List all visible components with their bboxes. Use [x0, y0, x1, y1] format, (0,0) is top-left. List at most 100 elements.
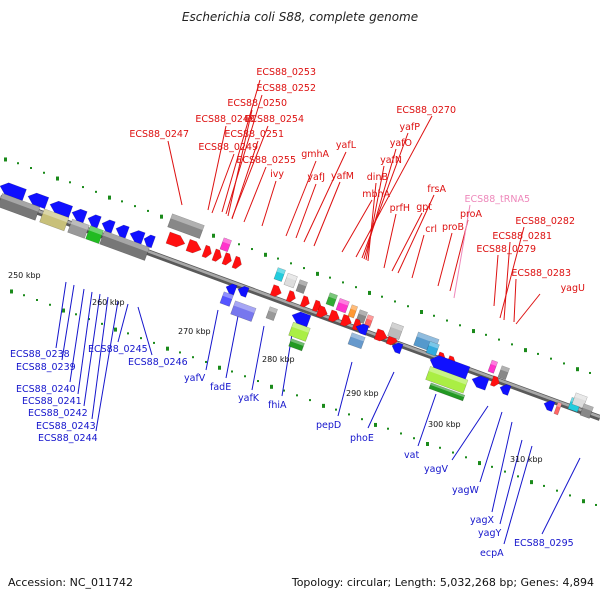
forward-gene-arrow	[185, 238, 202, 254]
connector-line	[367, 371, 395, 429]
track-dot	[361, 418, 363, 421]
track-dot	[530, 480, 533, 485]
track-dot	[426, 442, 429, 446]
connector-line	[503, 445, 533, 545]
forward-gene-arrow	[315, 305, 328, 318]
forward-gene-label: gpt	[416, 202, 432, 213]
track-dot	[563, 362, 565, 365]
reverse-gene-label: fhiA	[268, 400, 287, 411]
connector-line	[367, 182, 377, 262]
reverse-gene-label: ecpA	[480, 548, 504, 559]
gene-labels: ECS88_0253ECS88_0252ECS88_0250ECS88_0248…	[10, 67, 585, 559]
label-connectors	[55, 79, 581, 545]
forward-gene-label: gmhA	[301, 149, 329, 160]
gene-shape	[355, 323, 370, 336]
gene-highlight	[102, 230, 150, 252]
reverse-gene-arrow	[27, 192, 50, 210]
connector-line	[313, 181, 341, 247]
forward-gene-label: ECS88_0270	[396, 105, 456, 116]
reverse-gene-label: yafK	[238, 393, 260, 404]
track-dot	[251, 248, 253, 251]
gene-shape	[201, 244, 212, 259]
gene-highlight	[268, 306, 278, 314]
reverse-gene-arrow	[391, 342, 404, 355]
track-dot	[569, 494, 571, 497]
track-dot	[465, 456, 467, 459]
track-dot	[114, 327, 117, 332]
connector-line	[95, 300, 119, 432]
steel-gene-box	[347, 332, 366, 350]
track-dot	[23, 294, 25, 297]
reverse-gene-label: phoE	[350, 433, 374, 444]
connector-line	[295, 183, 317, 239]
gene-shape	[27, 192, 50, 210]
connector-line	[167, 140, 183, 206]
green-gene-box	[288, 338, 305, 352]
gene-shape	[0, 193, 41, 221]
track-dot	[342, 281, 344, 284]
gene-shape	[497, 365, 510, 381]
gene-shape	[211, 248, 222, 262]
gray-gene-box	[579, 403, 594, 419]
forward-gene-arrow	[327, 309, 340, 323]
track-dot	[95, 190, 97, 193]
reverse-gene-arrow	[225, 283, 238, 296]
reverse-gene-label: pepD	[316, 420, 341, 431]
track-dot	[17, 162, 19, 165]
gene-shape	[499, 384, 512, 396]
track-dot	[238, 243, 240, 246]
track-dot	[537, 352, 539, 355]
track-dot	[335, 408, 337, 411]
reverse-gene-arrow	[355, 323, 370, 336]
reverse-gene-arrow	[87, 214, 102, 229]
forward-gene-arrow	[489, 375, 500, 387]
gene-shape	[101, 219, 116, 234]
gene-shape	[185, 238, 202, 254]
gene-highlight	[170, 213, 205, 231]
connector-line	[355, 115, 433, 258]
track-dot	[368, 290, 371, 295]
track-dot	[407, 305, 409, 308]
connector-line	[361, 132, 409, 259]
gene-shape	[487, 359, 499, 374]
tick-label: 310 kbp	[510, 455, 543, 464]
connector-line	[261, 180, 277, 227]
forward-gene-label: frsA	[427, 184, 446, 195]
forward-gene-label: ECS88_0282	[515, 216, 575, 227]
green-gene-box	[428, 382, 466, 402]
forward-gene-arrow	[373, 328, 388, 342]
track-dot	[511, 343, 513, 346]
salmon-gene-box	[363, 314, 375, 329]
connector-line	[417, 393, 437, 447]
gene-shape	[273, 267, 286, 282]
track-dot	[400, 432, 402, 435]
white-gene-box	[283, 272, 298, 289]
connector-line	[77, 291, 93, 395]
reverse-gene-label: ECS88_0246	[128, 357, 188, 368]
forward-gene-label: ECS88_0252	[256, 83, 316, 94]
connector-line	[515, 293, 541, 325]
gene-shape	[295, 279, 308, 294]
track-dot	[355, 286, 357, 289]
gene-highlight	[88, 225, 104, 236]
gene-shape	[221, 252, 232, 266]
forward-gene-label: ECS88_0247	[129, 129, 189, 140]
white-gene-box	[571, 392, 588, 409]
forward-gene-label: yafO	[390, 138, 412, 149]
connector-line	[207, 125, 227, 211]
gene-shape	[387, 322, 404, 341]
track-dot	[62, 308, 65, 313]
track-dot	[329, 276, 331, 279]
forward-gene-arrow	[165, 231, 186, 248]
track-dot	[556, 489, 558, 492]
gene-shape	[219, 291, 234, 307]
gene-shape	[471, 375, 490, 391]
gene-shape	[429, 355, 471, 381]
gray-gene-box	[265, 306, 278, 321]
trna-label: ECS88_tRNA5	[465, 194, 530, 205]
gray-gene-box	[295, 279, 308, 294]
track-dot	[381, 295, 383, 298]
connector-line	[499, 226, 525, 319]
track-dot	[121, 200, 123, 203]
tick-label: 250 kbp	[8, 271, 41, 280]
